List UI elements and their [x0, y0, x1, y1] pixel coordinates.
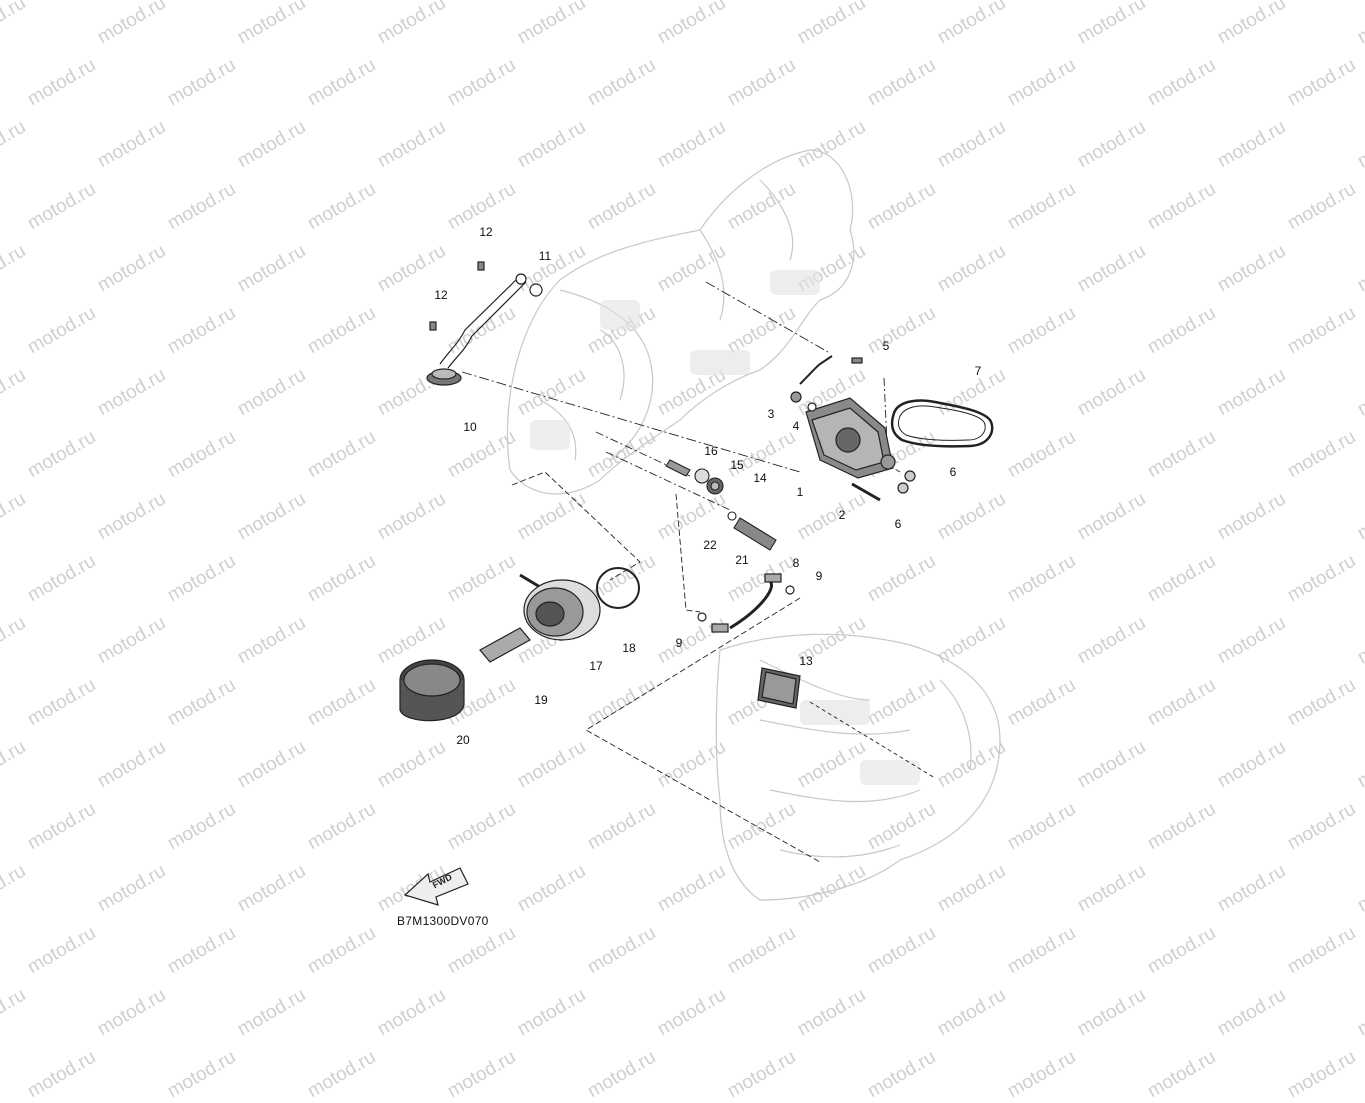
watermark-text: motod.ru [1143, 1046, 1220, 1103]
engine-silhouette [506, 149, 1001, 901]
watermark-text: motod.ru [863, 1046, 940, 1103]
callout-20[interactable]: 20 [456, 733, 470, 747]
watermark-text: motod.ru [443, 1046, 520, 1103]
callout-9b[interactable]: 9 [675, 636, 683, 650]
oil-filter [399, 627, 531, 722]
callout-3[interactable]: 3 [767, 407, 775, 421]
callout-22[interactable]: 22 [703, 538, 717, 552]
relief-valve-parts [665, 459, 777, 551]
callout-15[interactable]: 15 [730, 458, 744, 472]
callout-12b[interactable]: 12 [434, 288, 448, 302]
callout-13[interactable]: 13 [799, 654, 813, 668]
callout-2[interactable]: 2 [838, 508, 846, 522]
watermark-text: motod.ru [23, 1046, 100, 1103]
watermark-text: motod.ru [163, 1046, 240, 1103]
callout-21[interactable]: 21 [735, 553, 749, 567]
watermark-text: motod.ru [303, 1046, 380, 1103]
oil-strainer [757, 667, 801, 709]
callout-19[interactable]: 19 [534, 693, 548, 707]
oil-pump [790, 355, 994, 502]
watermark-text: motod.ru [723, 1046, 800, 1103]
callout-1[interactable]: 1 [796, 485, 804, 499]
assembly-lines [461, 281, 936, 863]
watermark-text: motod.ru [1283, 1046, 1360, 1103]
callout-17[interactable]: 17 [589, 659, 603, 673]
callout-18[interactable]: 18 [622, 641, 636, 655]
callout-14[interactable]: 14 [753, 471, 767, 485]
oil-pipe [697, 573, 795, 633]
watermark-text: motod.ru [1003, 1046, 1080, 1103]
callout-4[interactable]: 4 [792, 419, 800, 433]
fwd-arrow-icon [403, 867, 469, 906]
callout-10[interactable]: 10 [463, 420, 477, 434]
callout-5[interactable]: 5 [882, 339, 890, 353]
oil-cooler [519, 567, 640, 641]
callout-7[interactable]: 7 [974, 364, 982, 378]
diagram-code: B7M1300DV070 [397, 914, 489, 928]
callout-9a[interactable]: 9 [815, 569, 823, 583]
callout-11[interactable]: 11 [538, 249, 552, 263]
diagram-drawing [399, 149, 1001, 906]
callout-6a[interactable]: 6 [949, 465, 957, 479]
callout-16[interactable]: 16 [704, 444, 718, 458]
callout-8[interactable]: 8 [792, 556, 800, 570]
engine-shading [530, 270, 920, 785]
oil-level-tube [426, 261, 543, 386]
callout-6b[interactable]: 6 [894, 517, 902, 531]
watermark-text: motod.ru [583, 1046, 660, 1103]
callout-12a[interactable]: 12 [479, 225, 493, 239]
